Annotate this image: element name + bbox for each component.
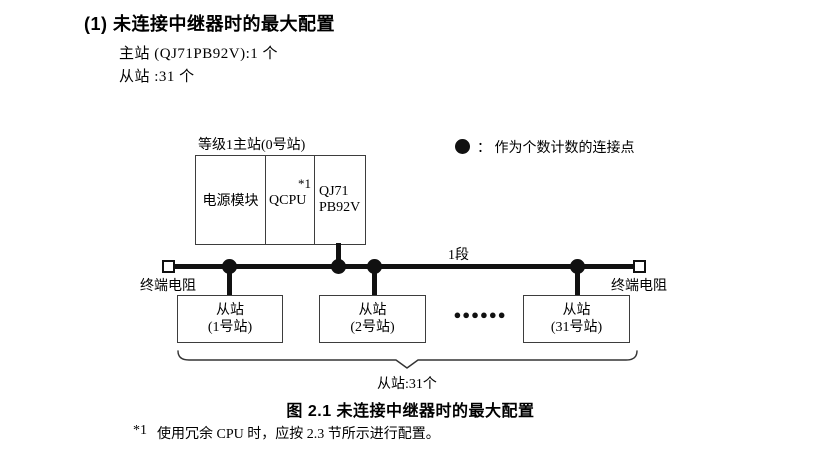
terminator-left-icon: [162, 260, 175, 273]
slave-station-name: 从站: [562, 303, 591, 318]
footnote-text: 使用冗余 CPU 时，应按 2.3 节所示进行配置。: [157, 427, 440, 442]
slave-count-line: 从站 :31 个: [119, 69, 195, 85]
slave-station-number: (31号站): [550, 320, 603, 335]
terminator-right-icon: [633, 260, 646, 273]
qcpu-label: QCPU: [269, 193, 307, 208]
slave3-drop-line: [575, 268, 580, 295]
bus-segment-line: [169, 264, 640, 269]
slave-station-box-31: 从站 (31号站): [523, 295, 630, 343]
slave-station-box-2: 从站 (2号站): [319, 295, 426, 343]
qj71pb92v-cell: QJ71 PB92V: [315, 156, 365, 244]
figure-caption: 图 2.1 未连接中继器时的最大配置: [286, 403, 535, 420]
master-count-line: 主站 (QJ71PB92V):1 个: [119, 46, 279, 62]
slave2-drop-line: [372, 268, 377, 295]
slave1-drop-line: [227, 268, 232, 295]
connection-dot: [570, 259, 585, 274]
power-module-cell: 电源模块: [196, 156, 266, 244]
slave-station-number: (2号站): [350, 320, 395, 335]
qcpu-cell: *1 QCPU: [266, 156, 315, 244]
section-heading: (1) 未连接中继器时的最大配置: [84, 14, 335, 34]
master-drop-line: [336, 243, 341, 266]
qj71pb92v-label-line1: QJ71: [319, 184, 349, 199]
qj71pb92v-label-line2: PB92V: [319, 200, 361, 215]
slave-station-number: (1号站): [207, 320, 253, 335]
connection-point-icon: [455, 139, 470, 154]
connection-dot: [331, 259, 346, 274]
segment-label: 1段: [448, 248, 469, 263]
connection-dot: [222, 259, 237, 274]
ellipsis-dots: ●●●●●●: [453, 307, 507, 322]
connection-dot: [367, 259, 382, 274]
slave-station-box-1: 从站 (1号站): [177, 295, 283, 343]
footnote-ref-marker: *1: [298, 176, 311, 191]
terminator-left-label: 终端电阻: [140, 279, 196, 294]
slave-station-name: 从站: [216, 303, 244, 318]
master-station-box: 电源模块 *1 QCPU QJ71 PB92V: [195, 155, 366, 245]
legend-label: ： 作为个数计数的连接点: [477, 141, 635, 156]
terminator-right-label: 终端电阻: [611, 279, 667, 294]
footnote-marker: *1: [133, 423, 147, 438]
slave-count-label: 从站:31个: [377, 377, 437, 392]
master-station-label: 等级1主站(0号站): [198, 138, 306, 153]
slave-station-name: 从站: [358, 303, 387, 318]
